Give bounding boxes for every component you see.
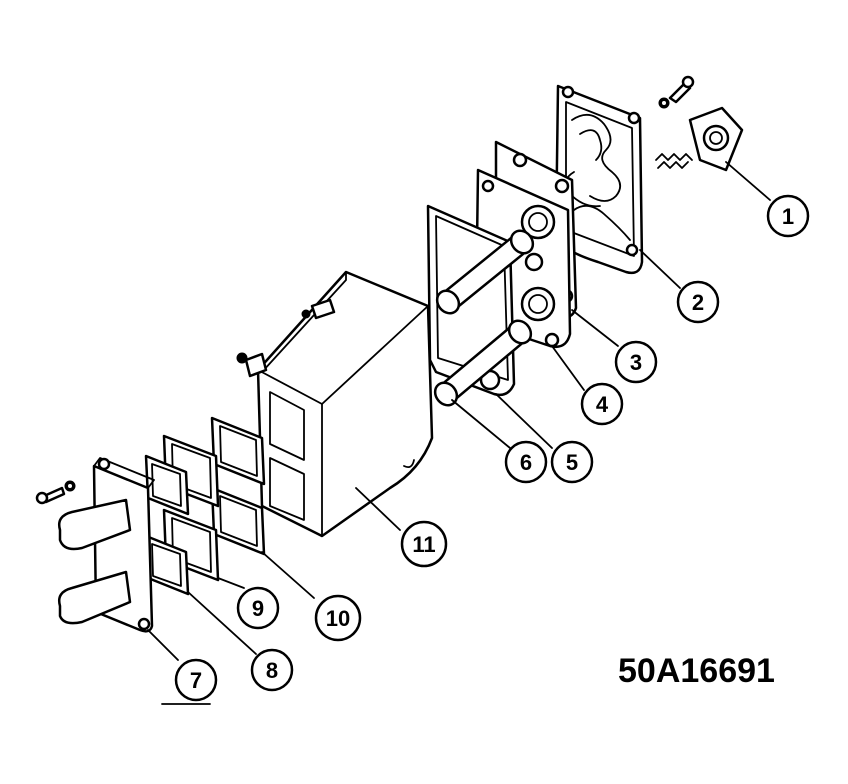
part-1-cap xyxy=(655,106,744,172)
part-7-elbow-cover xyxy=(58,457,155,633)
part-6-tubes xyxy=(433,229,535,407)
callout-4-label: 4 xyxy=(596,392,609,417)
part-10-seals xyxy=(210,416,266,556)
callout-2: 2 xyxy=(676,280,720,324)
callout-9: 9 xyxy=(236,586,280,630)
callout-3-label: 3 xyxy=(630,350,642,375)
callout-3: 3 xyxy=(614,340,658,384)
callout-9-label: 9 xyxy=(252,596,264,621)
callout-4: 4 xyxy=(580,382,624,426)
callout-8: 8 xyxy=(250,648,294,692)
callout-1: 1 xyxy=(766,194,810,238)
fitting-lower xyxy=(236,352,268,378)
callout-7-label: 7 xyxy=(190,668,202,693)
callout-10: 10 xyxy=(314,594,362,642)
callout-10-label: 10 xyxy=(326,606,350,631)
callout-11: 11 xyxy=(400,520,448,568)
callout-2-label: 2 xyxy=(692,290,704,315)
callout-6: 6 xyxy=(504,440,548,484)
callout-8-label: 8 xyxy=(266,658,278,683)
callout-11-label: 11 xyxy=(412,532,435,557)
leader-lines xyxy=(147,161,771,705)
fitting-upper xyxy=(301,298,336,320)
part-11-body xyxy=(256,270,434,538)
callout-5-label: 5 xyxy=(566,450,578,475)
part-2-cover-plate xyxy=(554,84,644,275)
callout-1-label: 1 xyxy=(782,204,794,229)
part-8-seals xyxy=(144,454,190,596)
screw-left xyxy=(35,480,76,505)
callout-7: 7 xyxy=(174,658,218,702)
callout-6-label: 6 xyxy=(520,450,532,475)
screw-top xyxy=(658,75,695,109)
callout-5: 5 xyxy=(550,440,594,484)
part-code: 50A16691 xyxy=(618,652,775,690)
